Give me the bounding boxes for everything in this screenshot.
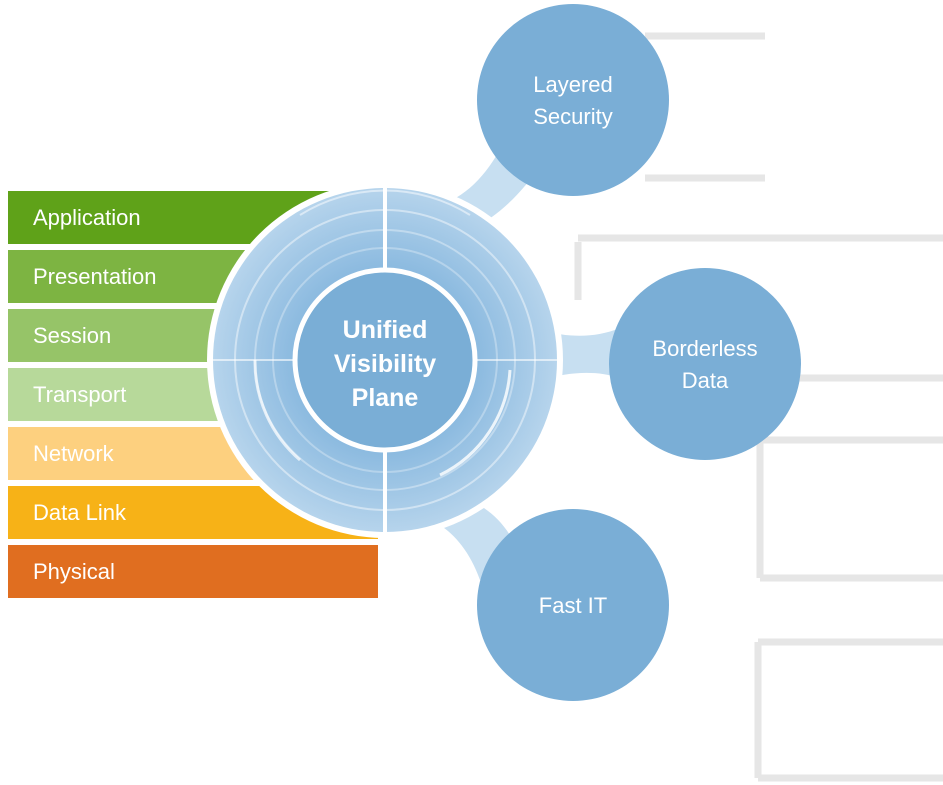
osi-layer-labels: Application Presentation Session Transpo…: [33, 205, 157, 584]
ring-arc-1: [439, 369, 512, 477]
node-label-layered-security-2: Security: [533, 104, 612, 129]
hub-label-line-2: Visibility: [334, 350, 436, 378]
hub-circle: [292, 267, 478, 453]
node-label-fast-it: Fast IT: [539, 593, 607, 618]
node-label-borderless-data-1: Borderless: [652, 336, 757, 361]
node-layered-security: Layered Security: [477, 4, 669, 196]
ring-arc-2: [253, 359, 301, 462]
frame-fast-it-lower: [754, 638, 943, 782]
frame-borderless-data: [574, 234, 943, 382]
node-label-borderless-data-2: Data: [682, 368, 729, 393]
osi-label-application: Application: [33, 205, 141, 230]
node-label-layered-security-1: Layered: [533, 72, 613, 97]
hub-label-line-1: Unified: [343, 316, 428, 344]
osi-label-physical: Physical: [33, 559, 115, 584]
osi-label-data-link: Data Link: [33, 500, 127, 525]
node-circle-layered-security: [477, 4, 669, 196]
osi-layer-physical: [8, 545, 378, 598]
hub-unified-visibility-plane: Unified Visibility Plane: [292, 267, 478, 453]
node-fast-it: Fast IT: [477, 509, 669, 701]
callout-frames: [574, 32, 943, 782]
node-borderless-data: Borderless Data: [609, 268, 801, 460]
osi-label-session: Session: [33, 323, 111, 348]
frame-layered-security: [645, 32, 765, 182]
hub-label-line-3: Plane: [352, 384, 419, 412]
osi-label-network: Network: [33, 441, 115, 466]
osi-label-presentation: Presentation: [33, 264, 157, 289]
osi-label-transport: Transport: [33, 382, 126, 407]
node-circle-borderless-data: [609, 268, 801, 460]
node-circle-fast-it: [477, 509, 669, 701]
frame-fast-it-upper: [756, 436, 943, 582]
